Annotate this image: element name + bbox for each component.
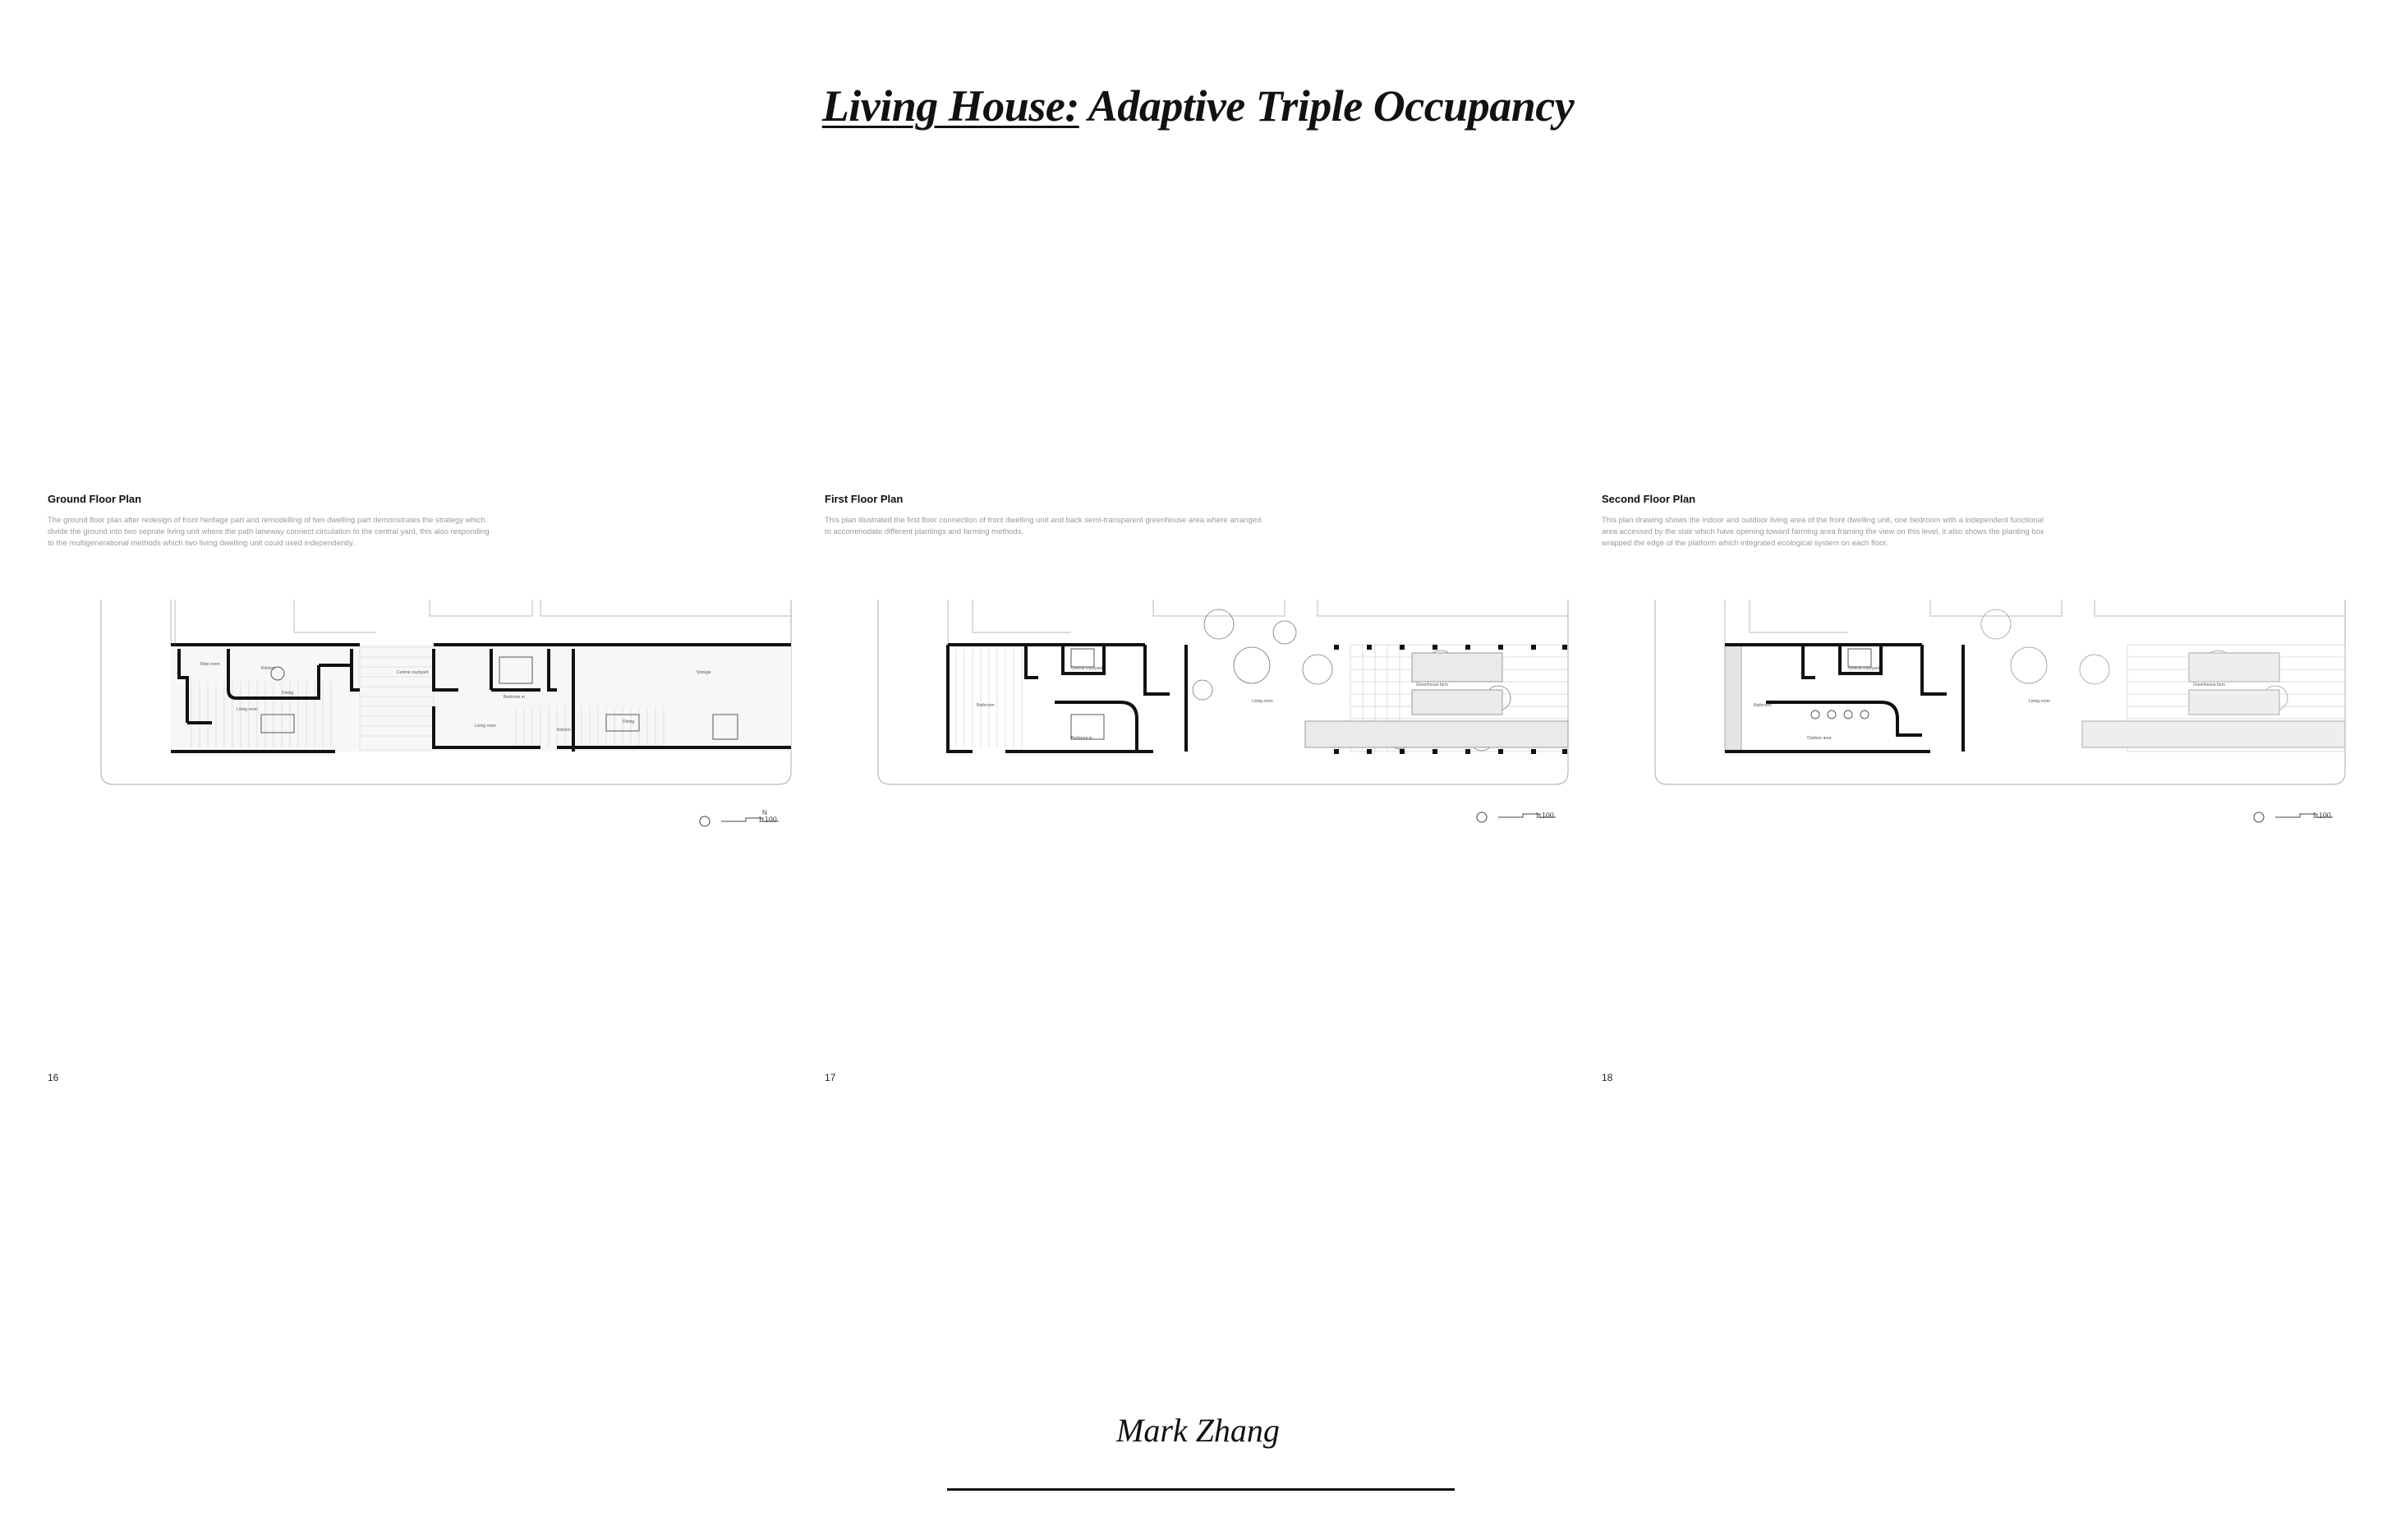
room-label: Living room xyxy=(1252,699,1273,704)
page-title: Living House: Adaptive Triple Occupancy xyxy=(0,80,2396,131)
room-label: Central courtyard xyxy=(1071,666,1103,671)
panel-heading: Ground Floor Plan xyxy=(48,493,142,505)
room-label: Outdoor area xyxy=(1807,736,1832,741)
scale-label: 1:100 xyxy=(1535,811,1554,821)
room-label: Kitchen xyxy=(261,666,275,671)
room-label: Bathroom xyxy=(977,703,995,708)
title-underlined: Living House: xyxy=(821,81,1080,131)
panel-heading: First Floor Plan xyxy=(825,493,904,505)
svg-text:N: N xyxy=(762,809,767,816)
room-label: Central courtyard xyxy=(1848,666,1880,671)
room-label: Bedroom m xyxy=(504,695,525,700)
page-number: 16 xyxy=(48,1072,59,1083)
room-label: Central courtyard xyxy=(397,670,429,675)
panel-first-floor: First Floor Plan This plan illustrated t… xyxy=(825,493,1613,1101)
panel-heading: Second Floor Plan xyxy=(1602,493,1696,505)
room-label: Living room xyxy=(475,724,496,729)
room-label: Living room xyxy=(2029,699,2050,704)
room-label: Toilet room xyxy=(200,662,219,667)
room-label: Dining xyxy=(623,719,634,724)
panel-description: The ground floor plan after redesign of … xyxy=(48,516,490,548)
room-label: Dining xyxy=(282,691,293,696)
author-name: Mark Zhang xyxy=(1116,1412,1280,1449)
panel-description: This plan drawing shows the indoor and o… xyxy=(1602,516,2044,548)
page-number: 18 xyxy=(1602,1072,1613,1083)
panel-ground-floor: Ground Floor Plan The ground floor plan … xyxy=(48,493,836,1101)
room-label: Greenhouse farm xyxy=(1416,683,1448,687)
room-label: Living room xyxy=(237,707,258,712)
panel-second-floor: Second Floor Plan This plan drawing show… xyxy=(1602,493,2390,1101)
room-label: Greenhouse farm xyxy=(2193,683,2225,687)
room-label: Storage xyxy=(697,670,711,675)
panel-description: This plan illustrated the first floor co… xyxy=(825,516,1262,536)
room-label: Bedroom m xyxy=(1071,736,1092,741)
page-number: 17 xyxy=(825,1072,836,1083)
scale-label: 1:100 xyxy=(2312,811,2331,821)
author-underline xyxy=(947,1488,1455,1491)
room-label: Bathroom xyxy=(1754,703,1772,708)
title-rest: Adaptive Triple Occupancy xyxy=(1078,81,1575,131)
scale-label: 1:100 xyxy=(758,816,777,825)
room-label: Kitchen xyxy=(557,728,571,733)
